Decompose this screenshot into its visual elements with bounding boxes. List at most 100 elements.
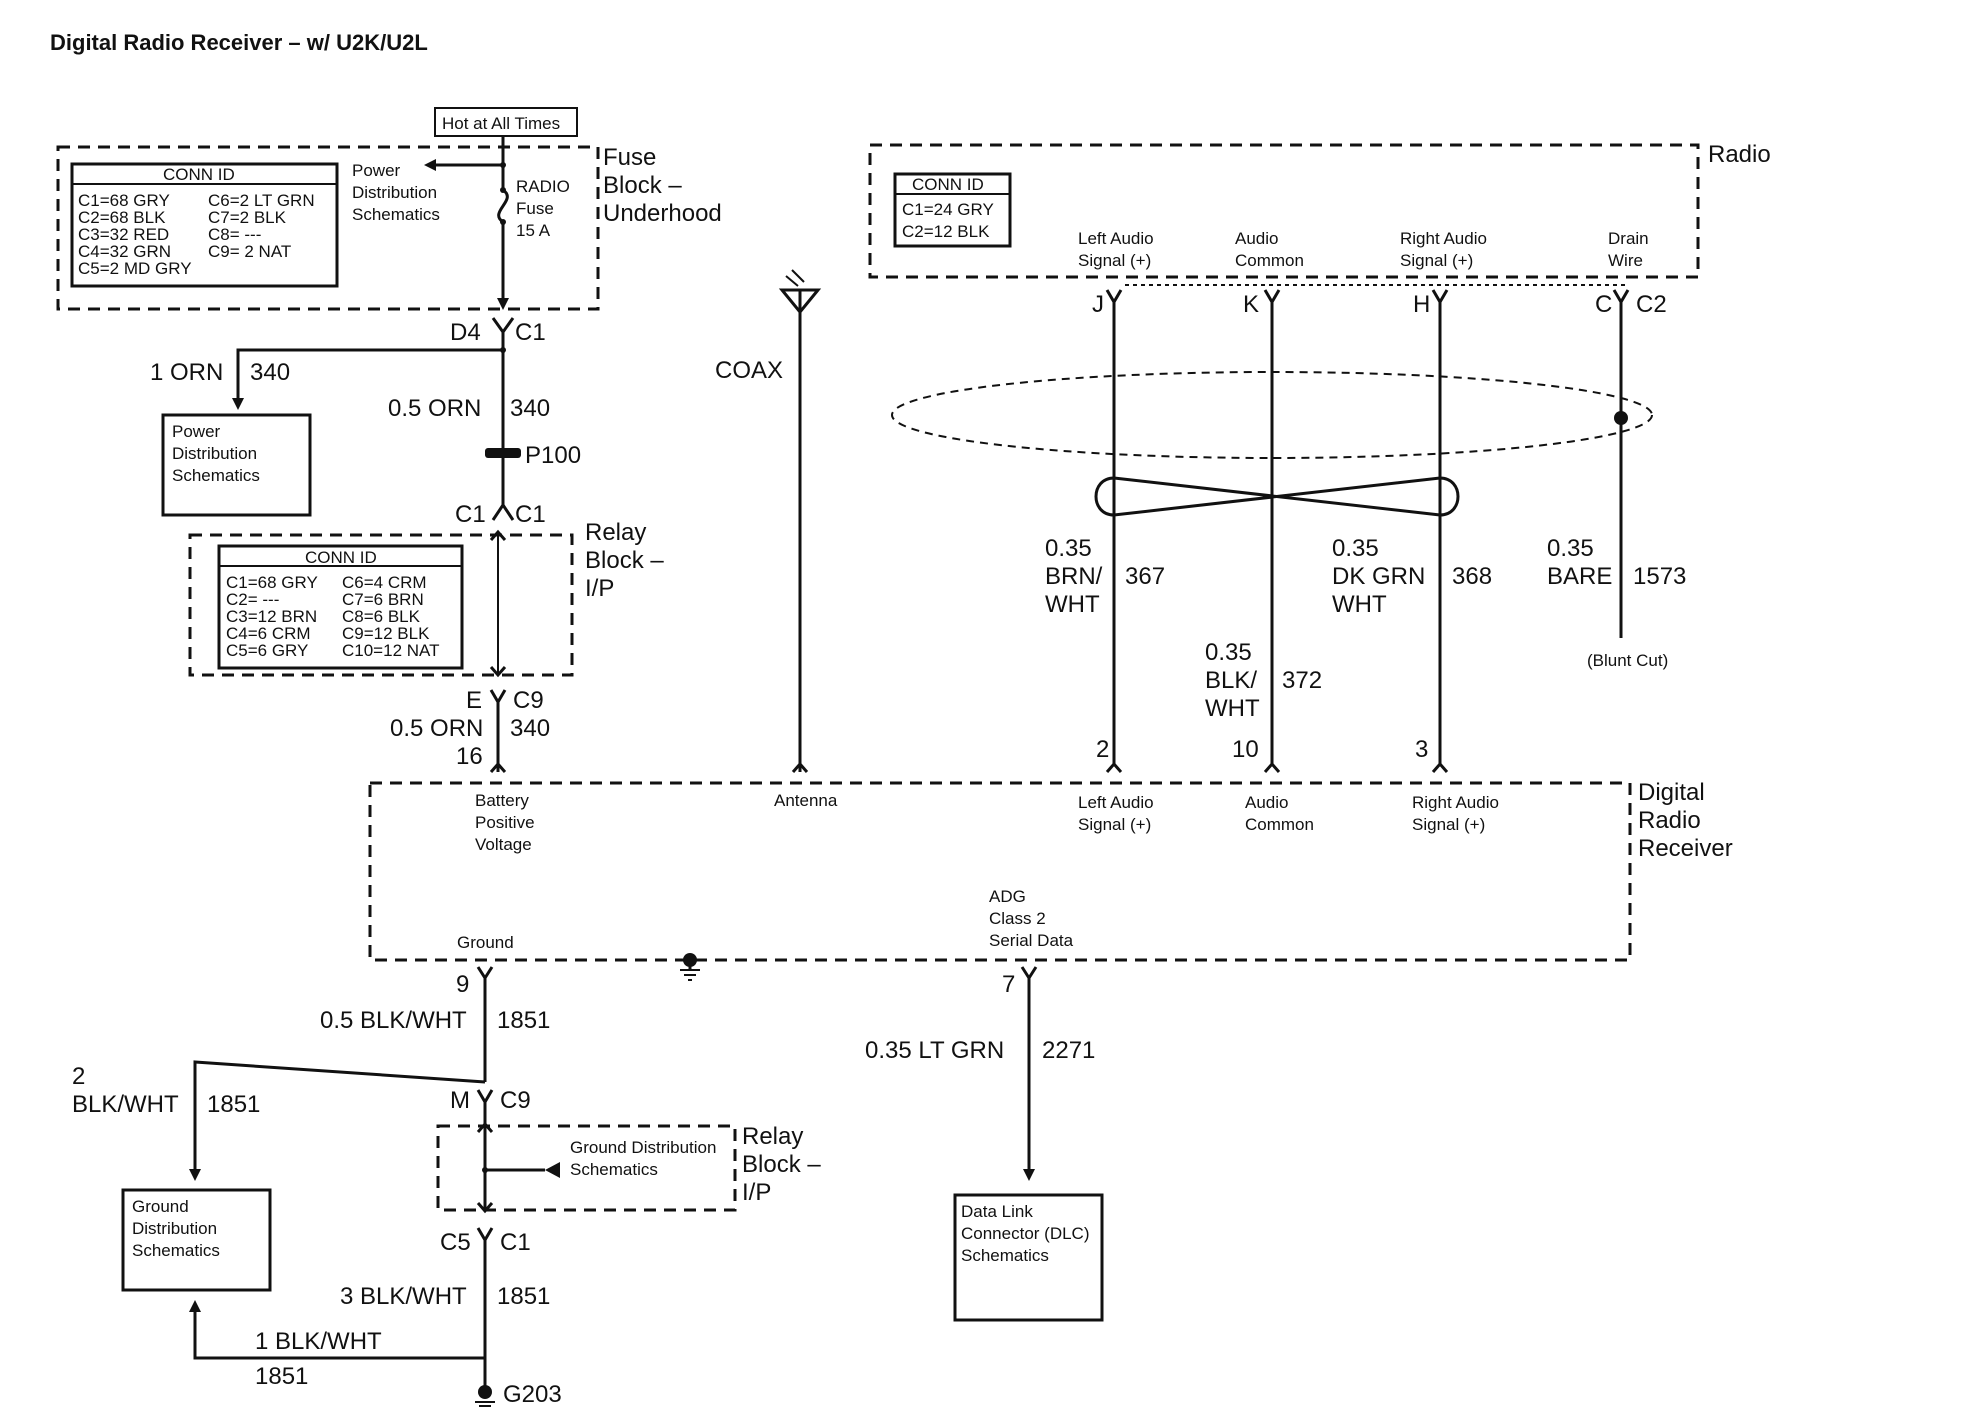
wire-372-size-1: 0.35 <box>1205 639 1252 666</box>
blkwht05-circuit: 1851 <box>497 1007 550 1034</box>
wire-372-size-2: BLK/ <box>1205 667 1257 694</box>
fuse-block-name-3: Underhood <box>603 200 722 227</box>
g203-dot <box>478 1385 492 1399</box>
fuse-conn-left-5: C5=2 MD GRY <box>78 259 192 278</box>
gds-box <box>121 1188 272 1292</box>
wire-1573-circuit: 1573 <box>1633 563 1686 590</box>
radio-pin-k-label-1: Audio <box>1235 229 1278 248</box>
c5c1-connector <box>476 1227 494 1243</box>
dlc-box-2: Connector (DLC) <box>961 1224 1090 1243</box>
radio-pin-k-label-2: Common <box>1235 251 1304 270</box>
relay-block2-gds-2: Schematics <box>570 1160 658 1179</box>
wire-372-circuit: 372 <box>1282 667 1322 694</box>
receiver-name-1: Digital <box>1638 779 1705 806</box>
radio-connector-c2: C2 <box>1636 291 1667 318</box>
radio-conn-id-header: CONN ID <box>912 175 984 194</box>
wire-368-size-3: WHT <box>1332 591 1387 618</box>
fuse-label-1: RADIO <box>516 177 570 196</box>
relay-block-name-3: I/P <box>585 575 614 602</box>
wire-368-circuit: 368 <box>1452 563 1492 590</box>
g203-label: G203 <box>503 1381 562 1408</box>
pin-c-terminal <box>1612 289 1630 305</box>
dlc-box <box>953 1193 1104 1322</box>
dlc-box-1: Data Link <box>961 1202 1033 1221</box>
fuse-label-2: Fuse <box>516 199 554 218</box>
relay-internal-arrow-bottom <box>489 666 507 678</box>
fuse-conn-left-3: C3=32 RED <box>78 225 169 244</box>
fuse-conn-id-box <box>70 162 339 288</box>
pin-k-terminal <box>1263 289 1281 305</box>
c1-mid-right: C1 <box>515 501 546 528</box>
antenna-terminal <box>791 761 809 773</box>
pin-7: 7 <box>1002 971 1015 998</box>
pin-2-terminal <box>1105 761 1123 773</box>
pin-10-terminal <box>1263 761 1281 773</box>
receiver-right-audio-2: Signal (+) <box>1412 815 1485 834</box>
fuse-conn-right-2: C7=2 BLK <box>208 208 287 227</box>
receiver-bat-1: Battery <box>475 791 529 810</box>
blkwht2-circuit: 1851 <box>207 1091 260 1118</box>
relay-block2-name-3: I/P <box>742 1179 771 1206</box>
relay-conn-left-2: C2= --- <box>226 590 279 609</box>
wire-1851-return <box>189 1300 487 1390</box>
c1-mid-connector <box>491 502 515 521</box>
receiver-pin-3: 3 <box>1415 736 1428 763</box>
relay-block-outline <box>188 533 574 677</box>
diagram-title: Digital Radio Receiver – w/ U2K/U2L <box>50 30 428 55</box>
radio-pin-h-label-1: Right Audio <box>1400 229 1487 248</box>
c9-mid-right: C9 <box>513 687 544 714</box>
orn05-bottom-size: 0.5 ORN <box>390 715 483 742</box>
fuse-conn-right-4: C9= 2 NAT <box>208 242 291 261</box>
ltgrn-circuit: 2271 <box>1042 1037 1095 1064</box>
receiver-bat-3: Voltage <box>475 835 532 854</box>
orn1-circuit: 340 <box>250 359 290 386</box>
relay-block-name-2: Block – <box>585 547 664 574</box>
c9-bottom-left: M <box>450 1087 470 1114</box>
relay-internal-arrow-top <box>489 529 507 541</box>
receiver-audio-common-2: Common <box>1245 815 1314 834</box>
receiver-left-audio-2: Signal (+) <box>1078 815 1151 834</box>
receiver-adg-3: Serial Data <box>989 931 1074 950</box>
antenna-wave-2 <box>791 269 805 283</box>
pin-16-terminal <box>489 761 507 773</box>
wire-1573-end: (Blunt Cut) <box>1587 651 1668 670</box>
pds-box-1: Power <box>172 422 221 441</box>
fuse-block-outline <box>56 145 600 311</box>
relay-conn-left-3: C3=12 BRN <box>226 607 317 626</box>
c5c1-left: C5 <box>440 1229 471 1256</box>
relay-conn-left-1: C1=68 GRY <box>226 573 318 592</box>
wire-1-orn <box>232 348 503 410</box>
fuse-conn-id-header: CONN ID <box>163 165 235 184</box>
radio-conn-id-box <box>893 172 1012 248</box>
c1-top-connector <box>491 317 515 335</box>
relay-block2-name-1: Relay <box>742 1123 803 1150</box>
receiver-right-audio-1: Right Audio <box>1412 793 1499 812</box>
radio-pin-h-label-2: Signal (+) <box>1400 251 1473 270</box>
wire-367-size-3: WHT <box>1045 591 1100 618</box>
blkwht1-size: 1 BLK/WHT <box>255 1328 382 1355</box>
fuse-symbol <box>497 188 509 224</box>
relay-conn-id-header: CONN ID <box>305 548 377 567</box>
hot-label-box <box>434 107 578 137</box>
coax-label: COAX <box>715 357 783 384</box>
receiver-name-2: Radio <box>1638 807 1701 834</box>
blkwht3-circuit: 1851 <box>497 1283 550 1310</box>
pin-3-terminal <box>1431 761 1449 773</box>
fuse-pds-ref-3: Schematics <box>352 205 440 224</box>
radio-pin-j-label-1: Left Audio <box>1078 229 1154 248</box>
pin-k: K <box>1243 291 1259 318</box>
orn1-size: 1 ORN <box>150 359 223 386</box>
pin-9: 9 <box>456 971 469 998</box>
fuse-conn-right-3: C8= --- <box>208 225 261 244</box>
relay-block2-outline <box>436 1124 737 1212</box>
radio-pin-c-label-2: Wire <box>1608 251 1643 270</box>
radio-pin-j-label-2: Signal (+) <box>1078 251 1151 270</box>
wire-1573-size-1: 0.35 <box>1547 535 1594 562</box>
hot-label: Hot at All Times <box>442 114 560 133</box>
antenna-wave-1 <box>785 275 799 287</box>
fuse-block-name-1: Fuse <box>603 144 656 171</box>
wire-368-size-1: 0.35 <box>1332 535 1379 562</box>
relay2-internal-arrow-top <box>476 1121 494 1133</box>
c9-mid-connector <box>489 689 507 705</box>
